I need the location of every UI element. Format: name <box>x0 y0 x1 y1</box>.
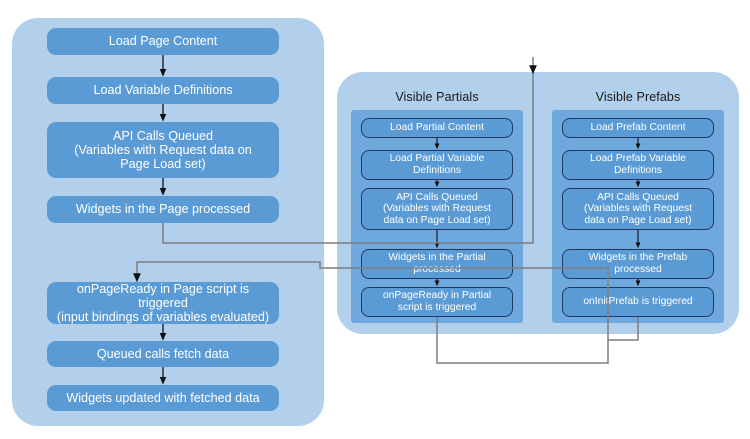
node-load-prefab-variable-definitions[interactable]: Load Prefab Variable Definitions <box>562 150 714 180</box>
node-api-calls-queued-partial[interactable]: API Calls Queued (Variables with Request… <box>361 188 513 230</box>
node-label-line1: Widgets in the Partial <box>388 252 486 264</box>
node-api-calls-queued-page[interactable]: API Calls Queued (Variables with Request… <box>47 122 279 178</box>
node-label-line2: (input bindings of variables evaluated) <box>56 310 270 325</box>
node-load-partial-content[interactable]: Load Partial Content <box>361 118 513 138</box>
node-onpageready-partial[interactable]: onPageReady in Partial script is trigger… <box>361 287 513 317</box>
node-onpageready-page[interactable]: onPageReady in Page script is triggered … <box>47 282 279 324</box>
node-label-line1: onPageReady in Partial <box>382 290 492 302</box>
node-label-line1: API Calls Queued <box>597 191 679 203</box>
node-label: Widgets in the Page processed <box>75 202 251 217</box>
node-label-line2: script is triggered <box>397 302 477 313</box>
node-widgets-updated-fetched-data[interactable]: Widgets updated with fetched data <box>47 385 279 411</box>
node-oninitprefab-triggered[interactable]: onInitPrefab is triggered <box>562 287 714 317</box>
node-widgets-in-prefab-processed[interactable]: Widgets in the Prefab processed <box>562 249 714 279</box>
node-label-line1: Load Prefab Variable <box>590 153 686 165</box>
node-label-line2: (Variables with Request data on <box>74 142 252 157</box>
node-load-page-content[interactable]: Load Page Content <box>47 28 279 55</box>
node-label-line3: Page Load set) <box>120 157 206 172</box>
node-label-line1: Widgets in the Prefab <box>588 252 688 264</box>
node-label-line2: (Variables with Request <box>584 203 692 215</box>
node-label-line1: onPageReady in Page script is triggered <box>76 281 250 310</box>
node-load-variable-definitions[interactable]: Load Variable Definitions <box>47 77 279 104</box>
node-label-line1: API Calls Queued <box>396 191 478 203</box>
node-widgets-in-partial-processed[interactable]: Widgets in the Partial processed <box>361 249 513 279</box>
node-label-line2: Definitions <box>613 165 663 176</box>
node-label-line1: API Calls Queued <box>112 128 214 143</box>
node-label-line3: data on Page Load set) <box>383 214 491 226</box>
node-label: Load Prefab Content <box>590 122 686 134</box>
column-title-visible-prefabs: Visible Prefabs <box>595 90 681 104</box>
node-label-line3: data on Page Load set) <box>584 214 692 226</box>
node-label: Queued calls fetch data <box>96 346 230 361</box>
node-label: Load Page Content <box>108 34 218 49</box>
node-label-line2: processed <box>413 264 461 275</box>
node-widgets-in-page-processed[interactable]: Widgets in the Page processed <box>47 196 279 223</box>
node-load-prefab-content[interactable]: Load Prefab Content <box>562 118 714 138</box>
node-api-calls-queued-prefab[interactable]: API Calls Queued (Variables with Request… <box>562 188 714 230</box>
node-label: onInitPrefab is triggered <box>583 296 693 308</box>
node-label: Load Variable Definitions <box>93 83 233 98</box>
node-label-line2: Definitions <box>412 165 462 176</box>
column-title-visible-partials: Visible Partials <box>395 90 479 104</box>
node-label-line1: Load Partial Variable <box>389 153 485 165</box>
node-load-partial-variable-definitions[interactable]: Load Partial Variable Definitions <box>361 150 513 180</box>
node-label: Load Partial Content <box>390 122 484 134</box>
node-label-line2: processed <box>614 264 662 275</box>
node-label: Widgets updated with fetched data <box>66 390 260 405</box>
node-queued-calls-fetch-data[interactable]: Queued calls fetch data <box>47 341 279 367</box>
node-label-line2: (Variables with Request <box>383 203 491 215</box>
